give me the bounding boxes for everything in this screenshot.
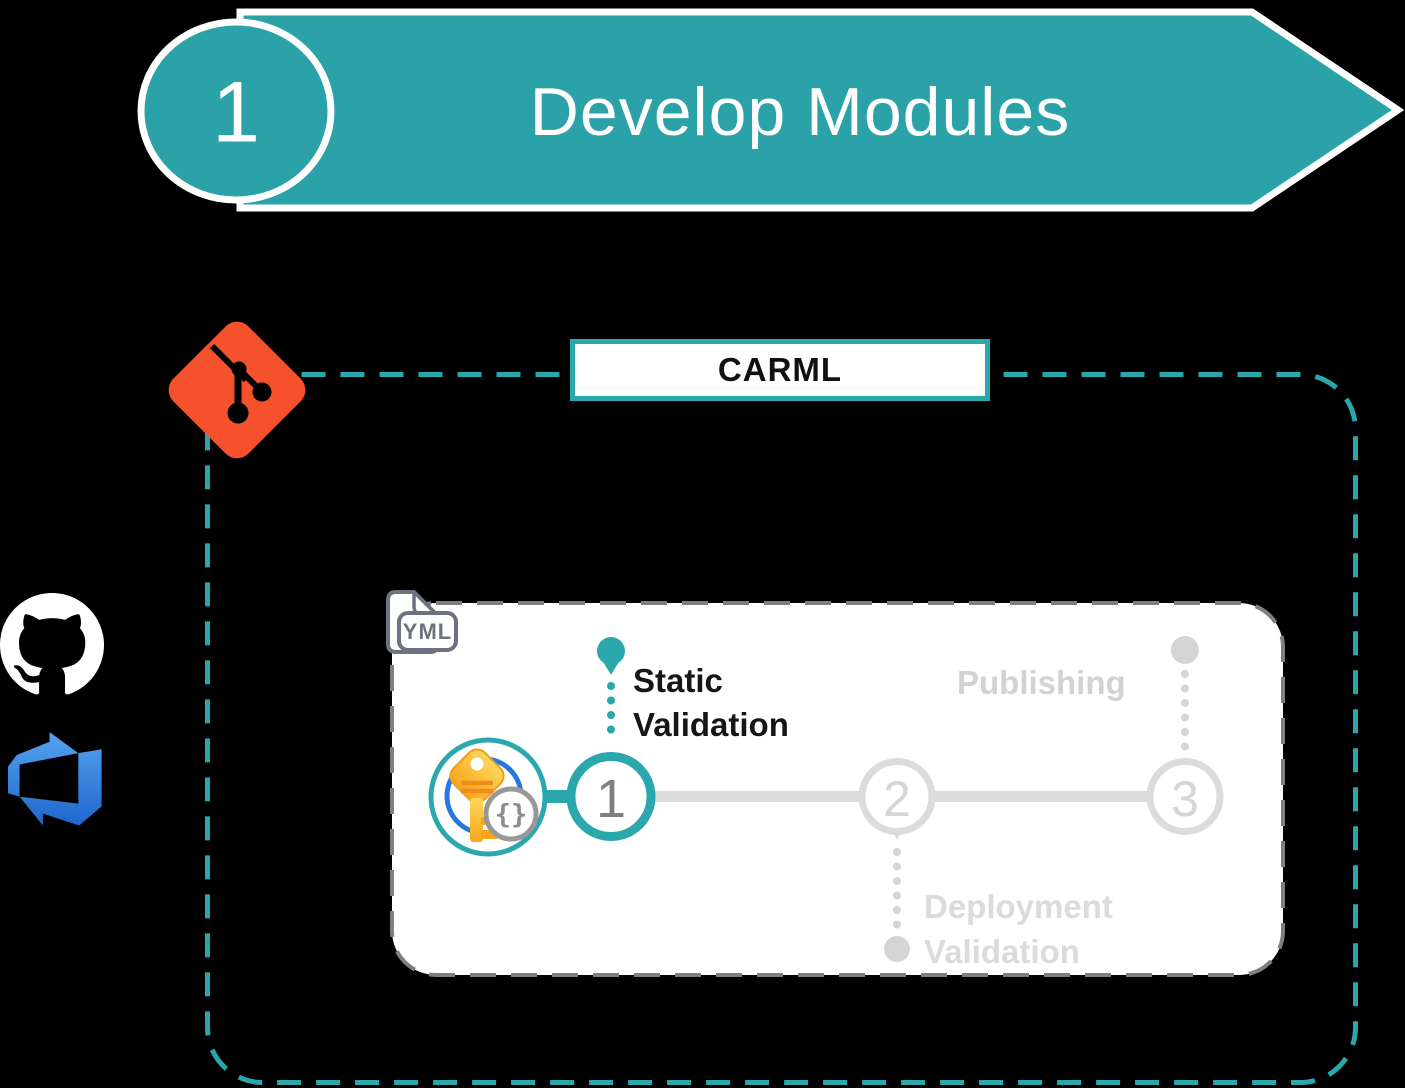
banner-step-number: 1	[212, 64, 260, 161]
carml-label-box: CARML	[570, 339, 990, 401]
pipeline-step-2-circle	[858, 758, 936, 835]
deployment-validation-label: Deployment Validation	[924, 884, 1113, 974]
pipeline-step-3-circle	[1146, 758, 1224, 835]
yml-file-label: YML	[402, 619, 453, 644]
pipeline-card	[390, 601, 1285, 977]
carml-label: CARML	[717, 351, 843, 388]
step3-marker-dot	[1171, 636, 1199, 754]
step-banner	[137, 8, 1405, 212]
git-icon	[168, 321, 306, 459]
static-validation-line1: Static	[633, 662, 723, 699]
yml-file-icon	[386, 590, 458, 654]
step1-marker-pin	[597, 637, 625, 748]
pipeline-step-3-number: 3	[1171, 771, 1199, 827]
github-icon	[0, 593, 104, 695]
azure-devops-icon	[8, 732, 102, 826]
key-icon	[428, 737, 548, 857]
pipeline-step-1-number: 1	[595, 769, 627, 829]
step-number-circle	[137, 18, 335, 204]
pipeline-step-1-circle	[566, 752, 656, 841]
parameters-badge-label: {}	[494, 799, 528, 831]
pipeline-step-2-number: 2	[883, 771, 911, 827]
deployment-validation-line2: Validation	[924, 933, 1080, 970]
static-validation-label: Static Validation	[633, 659, 789, 747]
static-validation-line2: Validation	[633, 706, 789, 743]
publishing-label: Publishing	[957, 664, 1126, 701]
deployment-validation-line1: Deployment	[924, 888, 1113, 925]
banner-title: Develop Modules	[529, 74, 1071, 150]
parameters-badge-circle	[483, 786, 539, 842]
